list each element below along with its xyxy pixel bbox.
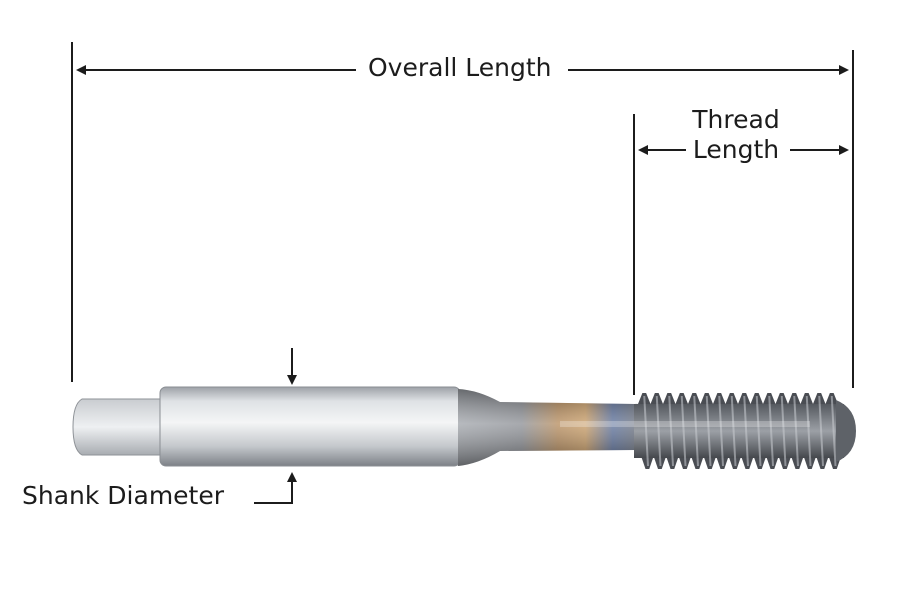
shank-body (159, 386, 461, 467)
thread-ridge (805, 395, 812, 467)
thread-ridge (768, 395, 774, 467)
overall-length-label: Overall Length (362, 53, 558, 83)
neck-shading (458, 389, 640, 466)
thread-core (634, 404, 844, 458)
thread-ridge (643, 395, 649, 467)
thread-ridge (830, 395, 837, 467)
thread-length-label-line2: Length (692, 135, 780, 164)
thread-ridge (668, 395, 674, 467)
thread-ridge (693, 395, 699, 467)
thread-ridge (680, 395, 687, 467)
thread-teeth (638, 393, 841, 469)
shank-diameter-label: Shank Diameter (22, 481, 225, 510)
square-drive-end (72, 398, 169, 456)
shank-diameter-arrow-bottom (254, 472, 297, 504)
thread-ridge (705, 395, 712, 467)
tap-tool-illustration (72, 386, 856, 469)
thread-ridge (793, 395, 799, 467)
thread-ridge (730, 395, 737, 467)
thread-ridge (818, 395, 824, 467)
thread-tip (836, 400, 856, 462)
thread-length-label: Thread Length (688, 105, 784, 165)
thread-length-label-line1: Thread (692, 105, 780, 134)
thread-ridge (743, 395, 749, 467)
thread-ridge (780, 395, 787, 467)
thread-ridge (755, 395, 762, 467)
thread-ridge (655, 395, 662, 467)
flute-highlight (560, 421, 810, 427)
thread-ridge (718, 395, 724, 467)
